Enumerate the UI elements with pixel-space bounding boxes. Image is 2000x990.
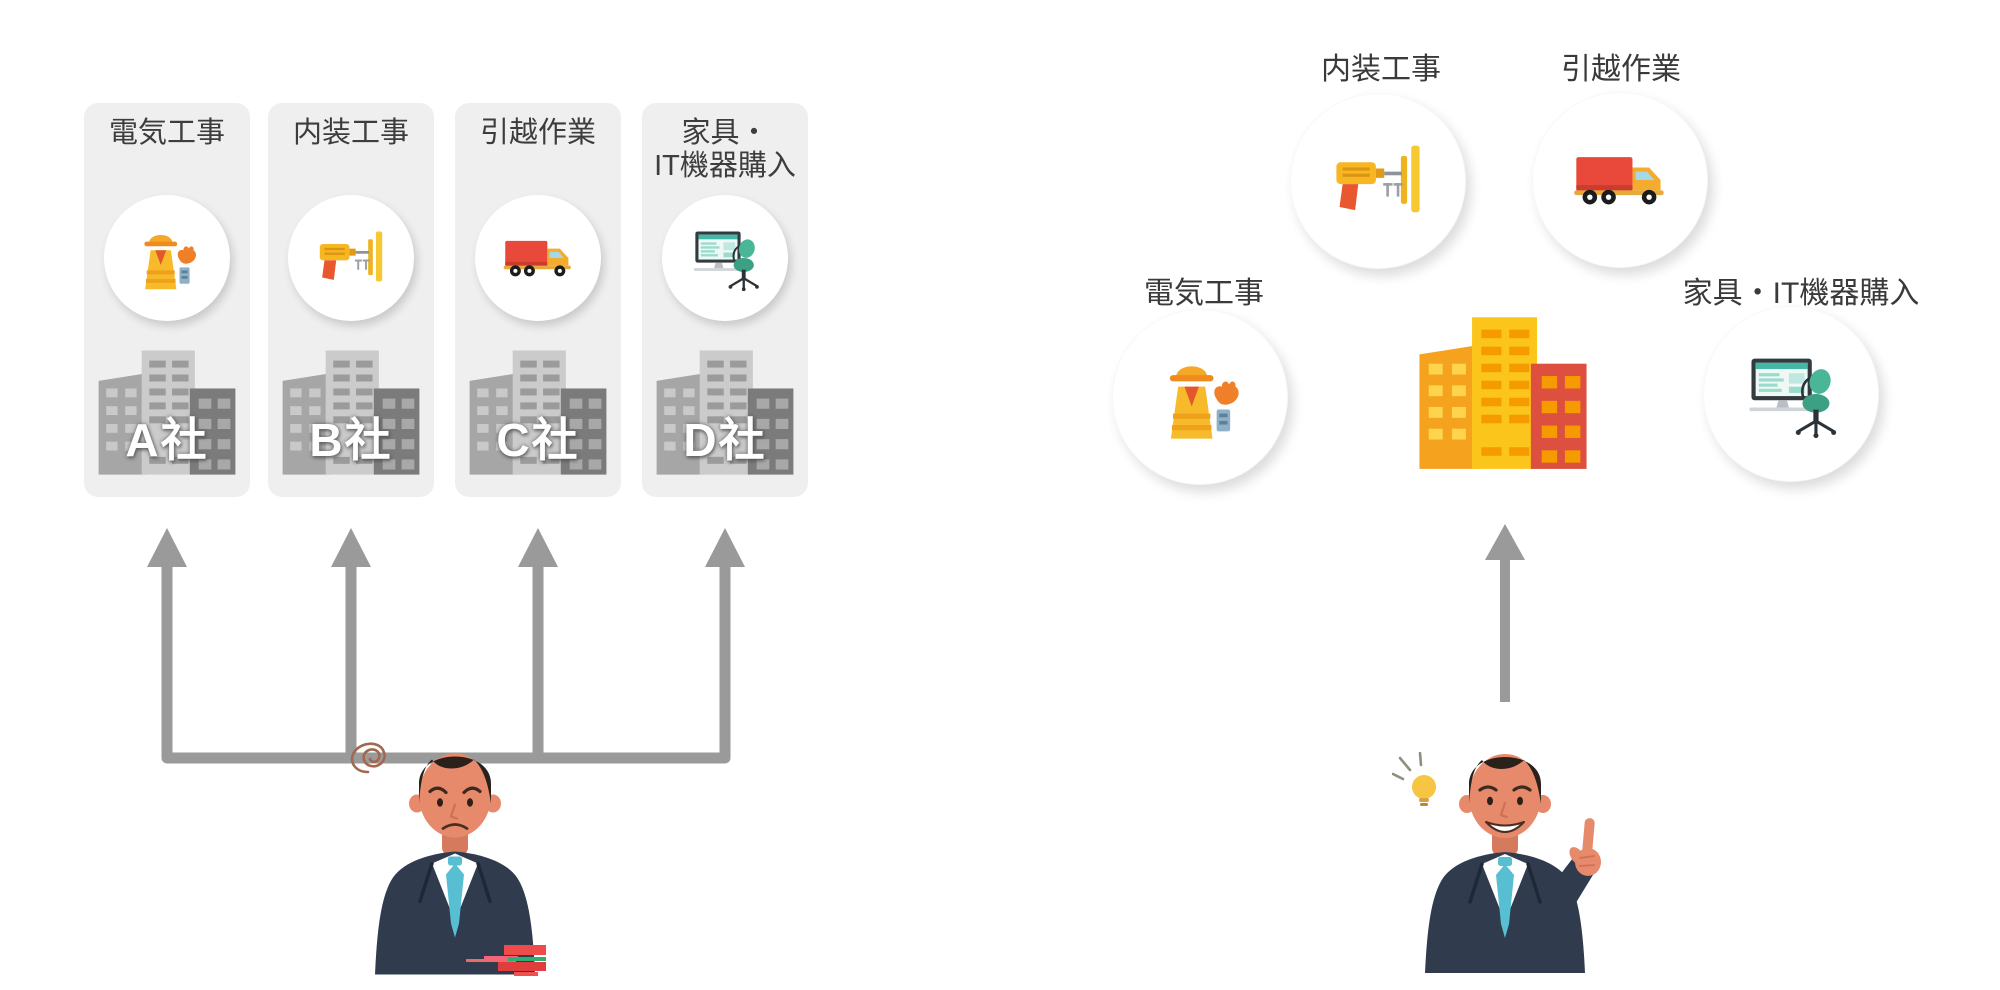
monitor-chair-icon — [1739, 342, 1843, 446]
truck-icon — [1568, 128, 1672, 232]
service-icon-circle — [1532, 92, 1708, 268]
company-building-graphic: B社 — [275, 327, 427, 493]
confusion-swirl-icon — [350, 742, 386, 774]
service-icon-circle — [662, 195, 788, 321]
vendor-card-a: 電気工事 A社 — [84, 103, 250, 497]
service-label: 家具・ IT機器購入 — [654, 117, 796, 182]
pointing-hand — [1550, 818, 1601, 906]
company-name: C社 — [496, 413, 580, 466]
service-icon-circle — [1112, 309, 1288, 485]
smile-mouth — [1485, 821, 1525, 833]
service-icon-circle — [1290, 93, 1466, 269]
drill-icon — [312, 219, 390, 297]
safety-vest-icon — [128, 219, 206, 297]
company-name: D社 — [683, 413, 767, 466]
drill-icon — [1326, 129, 1430, 233]
vendor-card-b: 内装工事 B社 — [268, 103, 434, 497]
red-glitch-artifact — [466, 945, 546, 976]
service-label: 引越作業 — [479, 117, 596, 149]
service-icon-circle — [104, 195, 230, 321]
idea-businessman-illustration — [1425, 754, 1601, 973]
single-up-arrow-icon — [1485, 524, 1525, 702]
idea-lightbulb-icon — [1392, 752, 1436, 806]
service-label-electric: 電気工事 — [1144, 277, 1264, 310]
four-branch-up-arrows-icon — [147, 528, 745, 764]
service-icon-circle — [288, 195, 414, 321]
service-label: 電気工事 — [108, 117, 225, 149]
vendor-card-d: 家具・ IT機器購入 D社 — [642, 103, 808, 497]
company-building-graphic: C社 — [462, 327, 614, 493]
service-label: 内装工事 — [292, 117, 409, 149]
company-name: A社 — [125, 413, 209, 466]
truck-icon — [499, 219, 577, 297]
company-building-graphic: A社 — [91, 327, 243, 493]
monitor-chair-icon — [686, 219, 764, 297]
service-icon-circle — [475, 195, 601, 321]
service-icon-circle — [1703, 306, 1879, 482]
safety-vest-icon — [1148, 345, 1252, 449]
confused-businessman-illustration — [375, 753, 535, 975]
vendor-card-c: 引越作業 C社 — [455, 103, 621, 497]
office-building-icon — [1408, 308, 1598, 472]
service-label-interior: 内装工事 — [1321, 53, 1441, 86]
company-name: B社 — [309, 413, 393, 466]
company-building-graphic: D社 — [649, 327, 801, 493]
service-label-moving: 引越作業 — [1561, 53, 1681, 86]
service-label-furniture: 家具・IT機器購入 — [1682, 277, 1920, 310]
